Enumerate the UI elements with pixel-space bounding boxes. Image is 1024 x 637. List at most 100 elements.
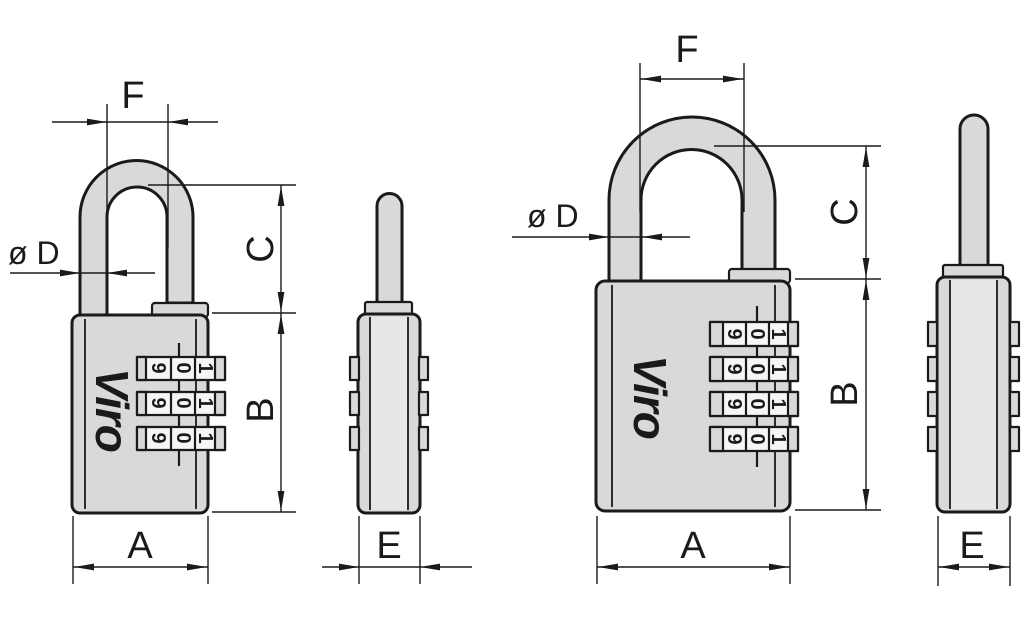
- dial-edge-tab: [348, 425, 361, 452]
- dial-digit: 1: [194, 397, 216, 408]
- arrowhead: [277, 314, 285, 334]
- dimension-E-small: E: [322, 516, 472, 584]
- arrowhead: [277, 491, 285, 511]
- arrowhead: [641, 75, 661, 83]
- dial-digit: 1: [767, 433, 789, 444]
- dimension-label-B: B: [240, 397, 282, 422]
- dial-digit: 1: [194, 362, 216, 373]
- dial-edge-tab: [348, 390, 361, 417]
- dial-edge-tab: [1008, 355, 1021, 383]
- arrowhead: [862, 280, 870, 300]
- arrowhead: [339, 563, 359, 571]
- brand-logo: Viro: [86, 368, 138, 452]
- arrowhead: [862, 489, 870, 509]
- dimension-B-small: B: [212, 313, 296, 513]
- shackle-rod: [958, 113, 990, 272]
- dial-edge-tab: [926, 320, 939, 348]
- dial-digit: 1: [194, 432, 216, 443]
- dimension-label-B: B: [824, 381, 866, 406]
- dial-digit: 0: [172, 397, 194, 408]
- body-face-panel: [371, 317, 407, 510]
- arrowhead: [598, 563, 618, 571]
- dimension-C-small: C: [148, 184, 296, 314]
- body-face-panel: [951, 280, 996, 509]
- dial-digit: 9: [147, 362, 169, 373]
- dimension-label-E: E: [959, 525, 984, 567]
- dimension-A-small: A: [72, 516, 209, 584]
- padlock-4dial-front-view: Viro 9 0 1 9 0 1: [594, 115, 800, 513]
- arrowhead: [939, 563, 959, 571]
- dial-edge-tab: [1008, 320, 1021, 348]
- arrowhead: [723, 75, 743, 83]
- arrowhead: [87, 118, 107, 126]
- dial-digit: 9: [147, 397, 169, 408]
- dial-edge-tab: [417, 425, 430, 452]
- arrowhead: [74, 563, 94, 571]
- brand-logo: Viro: [624, 355, 676, 439]
- arrowhead: [277, 186, 285, 206]
- dimension-A-large: A: [596, 516, 791, 584]
- dial-digit: 0: [746, 328, 768, 339]
- combination-dial-row: 9 0 1: [135, 425, 227, 452]
- dimension-label-D: ø D: [8, 235, 60, 271]
- dial-edge-tab: [926, 425, 939, 453]
- dial-digit: 1: [767, 398, 789, 409]
- dimension-label-A: A: [127, 525, 153, 567]
- dimension-label-F: F: [675, 29, 698, 71]
- dial-edge-tab: [417, 390, 430, 417]
- dimension-D-small: ø D: [8, 235, 155, 277]
- dimension-B-large: B: [795, 279, 881, 511]
- dial-edge-tab: [348, 355, 361, 382]
- dial-digit: 0: [746, 363, 768, 374]
- combination-dial-row: 9 0 1: [135, 355, 227, 382]
- dial-edge-tab: [417, 355, 430, 382]
- padlock-3dial-side-view: [348, 192, 430, 515]
- combination-dial-row: 9 0 1: [708, 390, 800, 418]
- shackle: [607, 115, 777, 287]
- arrowhead: [60, 269, 80, 277]
- dial-digit: 9: [723, 328, 745, 339]
- dimension-label-C: C: [824, 198, 866, 225]
- arrowhead: [277, 292, 285, 312]
- dial-edge-tab: [1008, 425, 1021, 453]
- arrowhead: [989, 563, 1009, 571]
- dimension-label-D: ø D: [527, 198, 579, 234]
- dial-digit: 1: [767, 328, 789, 339]
- dial-edge-tab: [926, 390, 939, 418]
- arrowhead: [642, 233, 662, 241]
- dimension-label-E: E: [376, 525, 401, 567]
- arrowhead: [862, 147, 870, 167]
- dial-digit: 0: [172, 362, 194, 373]
- dial-digit: 9: [147, 432, 169, 443]
- arrowhead: [107, 269, 127, 277]
- arrowhead: [420, 563, 440, 571]
- combination-dial-row: 9 0 1: [708, 355, 800, 383]
- dial-digit: 9: [723, 433, 745, 444]
- dimension-E-large: E: [937, 516, 1011, 586]
- dial-edge-tab: [926, 355, 939, 383]
- arrowhead: [769, 563, 789, 571]
- combination-dial-row: 9 0 1: [135, 390, 227, 417]
- dial-digit: 0: [172, 432, 194, 443]
- dial-digit: 0: [746, 433, 768, 444]
- dial-digit: 9: [723, 398, 745, 409]
- dimension-C-large: C: [714, 145, 881, 280]
- shackle: [78, 159, 195, 320]
- arrowhead: [187, 563, 207, 571]
- dimension-label-A: A: [680, 525, 706, 567]
- arrowhead: [862, 258, 870, 278]
- dial-digit: 9: [723, 363, 745, 374]
- dimension-label-F: F: [121, 75, 144, 117]
- dimension-label-C: C: [240, 235, 282, 262]
- arrowhead: [168, 118, 188, 126]
- combination-dial-row: 9 0 1: [708, 425, 800, 453]
- padlock-3dial-front-view: Viro 9 0 1 9 0 1: [70, 159, 227, 515]
- arrowhead: [589, 233, 609, 241]
- dial-digit: 1: [767, 363, 789, 374]
- shackle-rod: [375, 192, 404, 310]
- dial-digit: 0: [746, 398, 768, 409]
- combination-dial-row: 9 0 1: [708, 320, 800, 348]
- padlock-4dial-side-view: [926, 113, 1021, 514]
